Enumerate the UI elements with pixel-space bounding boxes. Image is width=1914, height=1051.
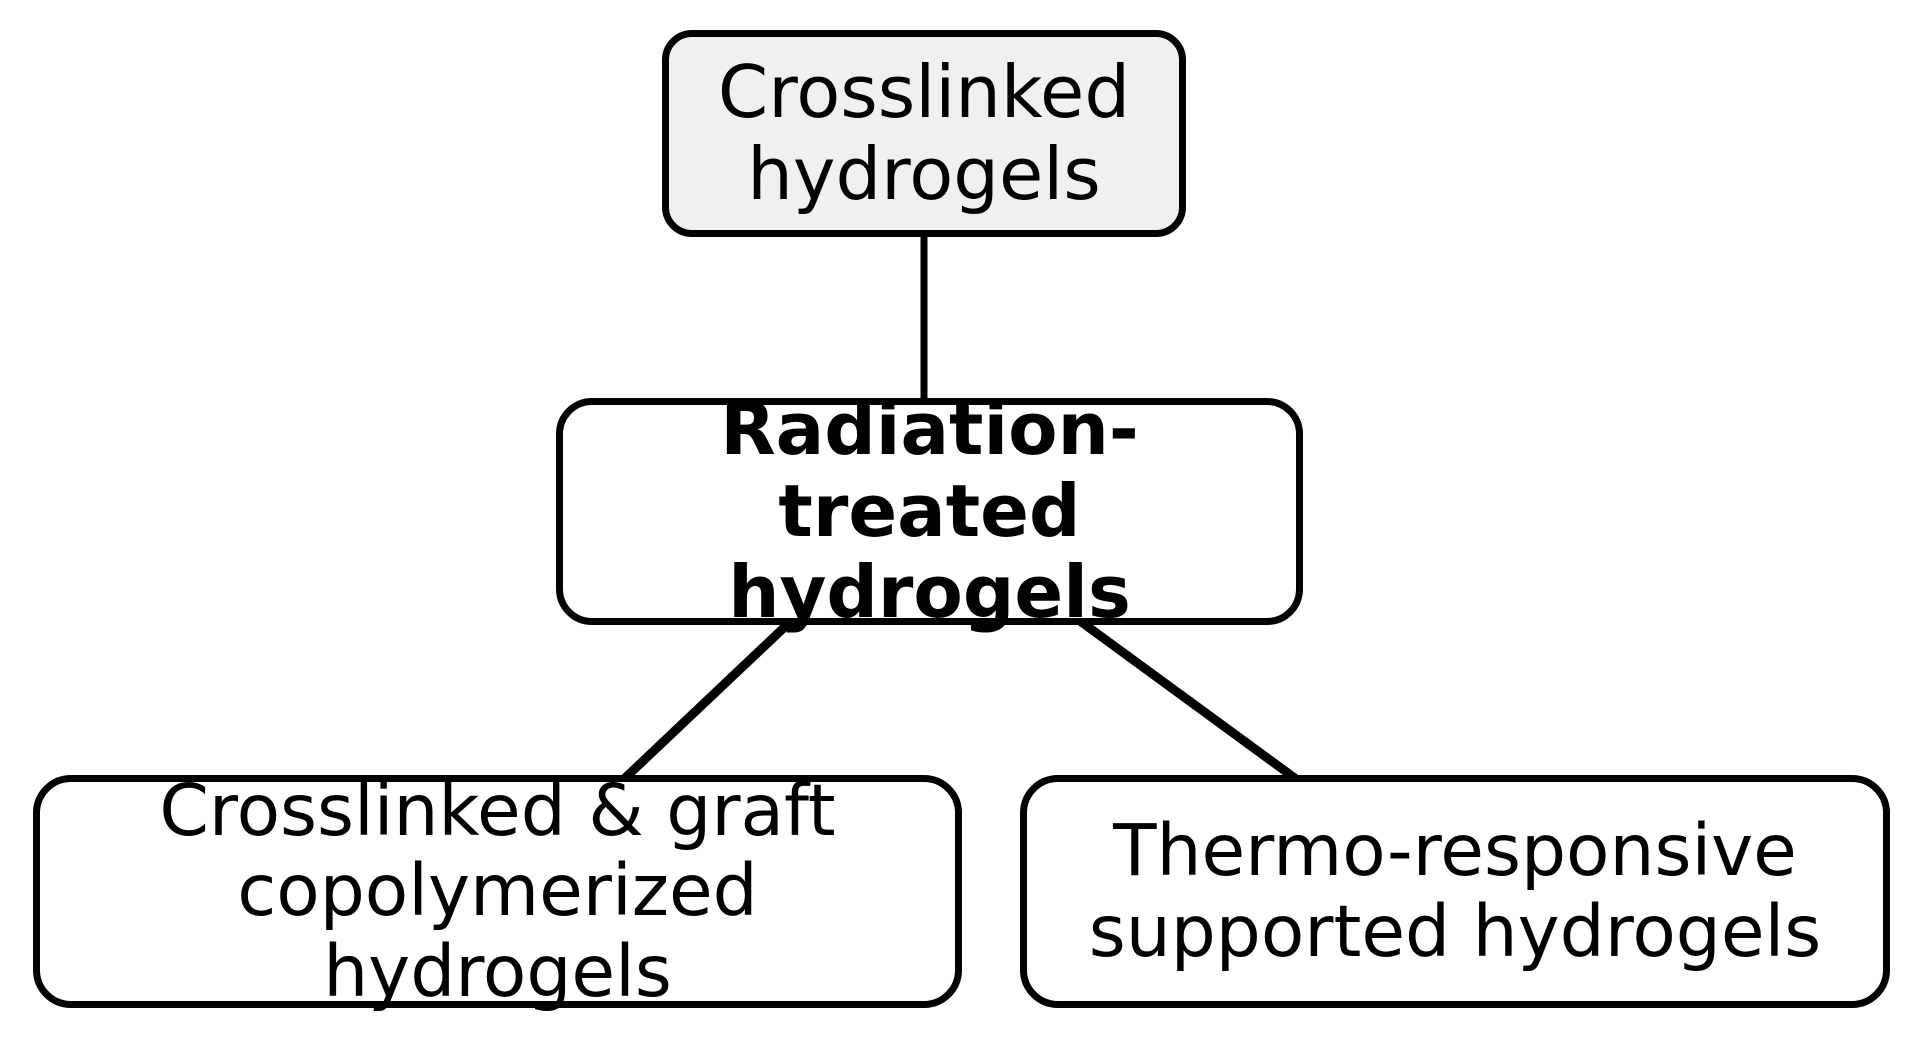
node-radiation-treated-hydrogels[interactable]: Radiation-treated hydrogels <box>556 389 1303 633</box>
node-crosslinked-hydrogels[interactable]: Crosslinked hydrogels <box>662 30 1186 237</box>
node-crosslinked-hydrogels-label: Crosslinked hydrogels <box>717 50 1131 216</box>
node-thermo-responsive-supported-hydrogels-label: Thermo-responsive supported hydrogels <box>1088 809 1822 973</box>
node-crosslinked-graft-copolymerized-hydrogels[interactable]: Crosslinked & graft copolymerized hydrog… <box>33 771 962 1011</box>
node-radiation-treated-hydrogels-label: Radiation-treated hydrogels <box>720 387 1139 635</box>
node-thermo-responsive-supported-hydrogels[interactable]: Thermo-responsive supported hydrogels <box>1020 775 1890 1008</box>
node-crosslinked-graft-copolymerized-hydrogels-label: Crosslinked & graft copolymerized hydrog… <box>159 769 836 1013</box>
edge-middle-to-bottom-left <box>620 617 795 783</box>
edge-middle-to-bottom-right <box>1077 617 1299 783</box>
